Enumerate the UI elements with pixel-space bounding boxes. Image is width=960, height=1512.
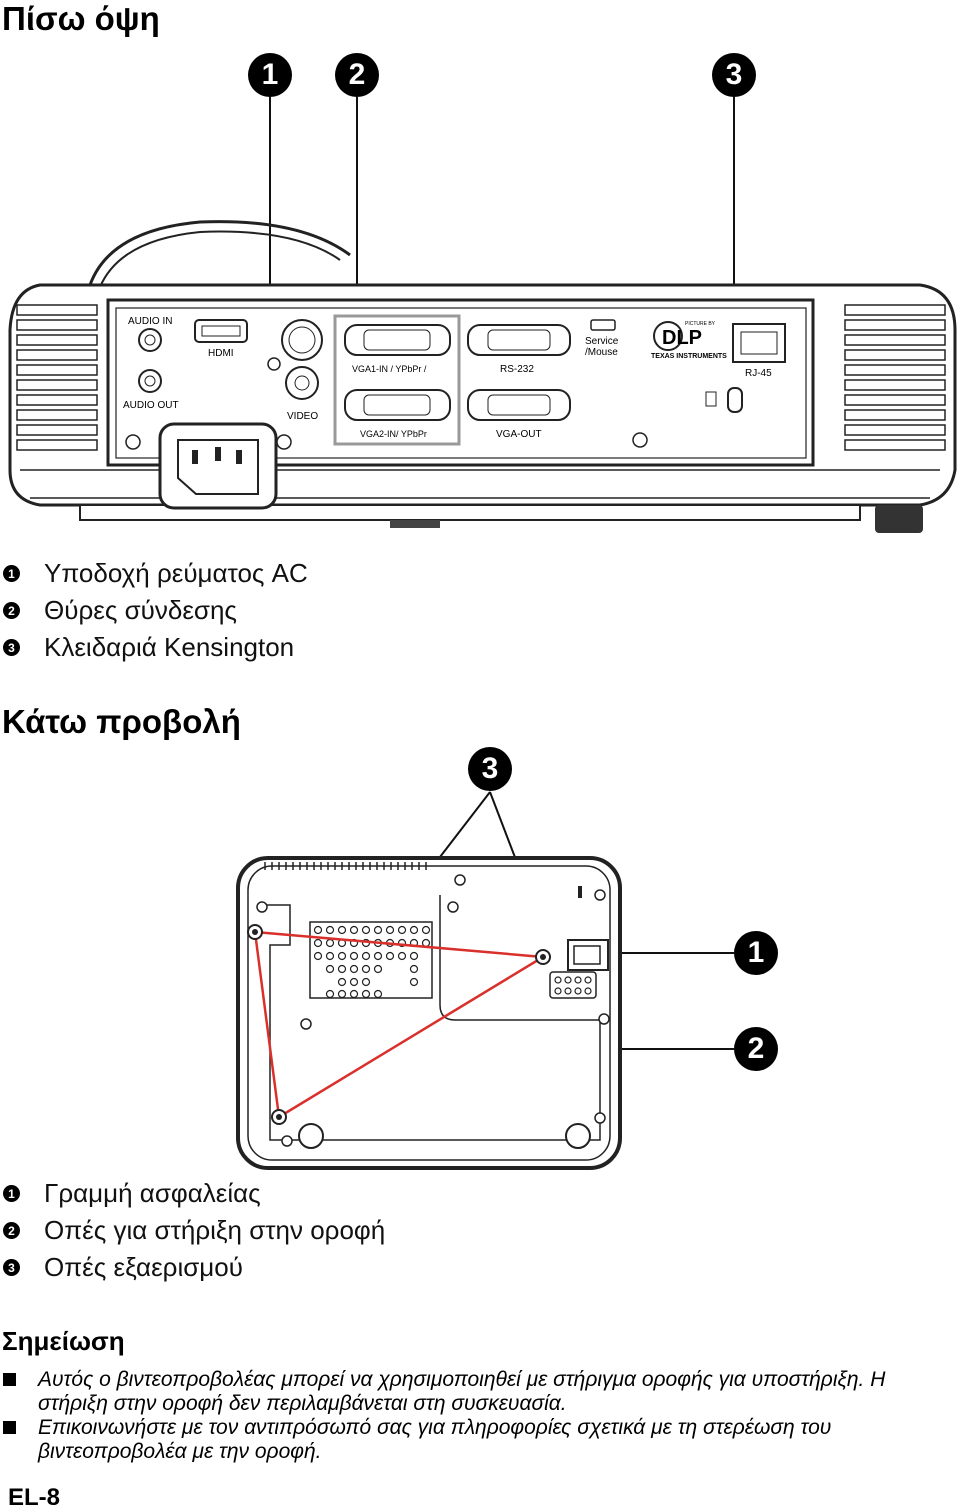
svg-text:VIDEO: VIDEO	[287, 411, 318, 422]
mount-lines	[253, 930, 544, 1119]
bottom-callout-3: 3	[468, 747, 512, 791]
svg-text:VGA-OUT: VGA-OUT	[496, 429, 542, 440]
note-item: Αυτός ο βιντεοπροβολέας μπορεί να χρησιμ…	[0, 1368, 950, 1416]
bottom-callout-1: 1	[734, 931, 778, 975]
mount-holes	[247, 924, 551, 1125]
svg-text:DLP: DLP	[662, 327, 702, 349]
svg-text:PICTURE BY: PICTURE BY	[685, 321, 716, 327]
square-bullet-icon	[3, 1373, 16, 1386]
note-item: Επικοινωνήστε με τον αντιπρόσωπό σας για…	[0, 1416, 950, 1464]
vents-left	[16, 304, 98, 451]
rear-callout-2: 2	[335, 53, 379, 97]
svg-text:VGA2-IN/ YPbPr: VGA2-IN/ YPbPr	[360, 429, 427, 439]
bottom-view-title: Κάτω προβολή	[2, 703, 241, 740]
svg-text:AUDIO OUT: AUDIO OUT	[123, 400, 179, 411]
vents-right	[844, 304, 946, 451]
bottom-body	[236, 856, 622, 1170]
svg-text:RS-232: RS-232	[500, 364, 534, 375]
rear-callout-3: 3	[712, 53, 756, 97]
page-number: EL-8	[8, 1484, 61, 1511]
handle	[88, 220, 351, 286]
svg-text:VGA1-IN / YPbPr /: VGA1-IN / YPbPr /	[352, 364, 427, 374]
svg-text:Service: Service	[585, 336, 619, 347]
svg-text:/Mouse: /Mouse	[585, 347, 618, 358]
svg-text:HDMI: HDMI	[208, 348, 234, 359]
svg-text:RJ-45: RJ-45	[745, 368, 772, 379]
svg-text:AUDIO IN: AUDIO IN	[128, 316, 172, 327]
bottom-view-diagram	[236, 791, 735, 1170]
square-bullet-icon	[3, 1421, 16, 1434]
rear-view-diagram: AUDIO IN AUDIO OUT HDMI VIDEO VGA1-IN / …	[8, 97, 957, 533]
svg-text:TEXAS INSTRUMENTS: TEXAS INSTRUMENTS	[651, 353, 727, 360]
bottom-callout-2: 2	[734, 1027, 778, 1071]
rear-callout-1: 1	[248, 53, 292, 97]
note-title: Σημείωση	[2, 1326, 125, 1356]
note-list: Αυτός ο βιντεοπροβολέας μπορεί να χρησιμ…	[0, 1368, 950, 1464]
rear-view-title: Πίσω όψη	[2, 0, 160, 37]
